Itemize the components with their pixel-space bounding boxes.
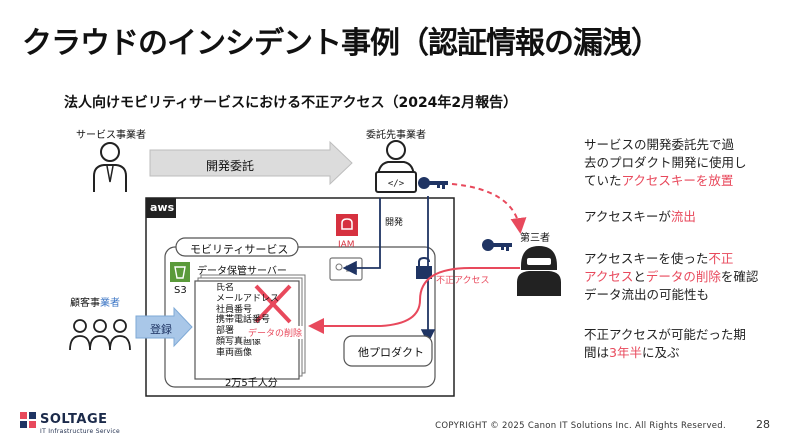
bullet-text-part: を確認 (720, 269, 759, 284)
iam-label: IAM (338, 240, 355, 250)
highlight-text: 流出 (670, 209, 696, 224)
bullet-1: サービスの開発委託先で過去のプロダクト開発に使用していたアクセスキーを放置 (584, 136, 774, 190)
highlight-text: 不正 (708, 251, 734, 266)
access-key-icon (418, 177, 448, 189)
bullet-text-part: に及ぶ (641, 345, 680, 360)
svg-text:</>: </> (388, 179, 405, 189)
unauthorized-access-label: 不正アクセス (436, 276, 490, 286)
bullet-4: 不正アクセスが可能だった期間は3年半に及ぶ (584, 326, 774, 362)
bullet-3: アクセスキーを使った不正アクセスとデータの削除を確認データ流出の可能性も (584, 250, 779, 304)
page-subtitle: 法人向けモビリティサービスにおける不正アクセス（2024年2月報告） (64, 95, 518, 111)
contractor-person-icon: </> (375, 140, 417, 193)
bullet-2: アクセスキーが流出 (584, 208, 774, 226)
leaked-key-icon (482, 239, 512, 251)
bullet-3-text: アクセスキーを使った不正アクセスとデータの削除を確認データ流出の可能性も (584, 251, 758, 302)
customer-people-icon (69, 319, 131, 351)
key-leak-arrow (451, 183, 527, 234)
contractor-label: 委託先事業者 (366, 130, 426, 141)
mobility-service-label: モビリティサービス (190, 243, 289, 256)
service-provider-label: サービス事業者 (76, 130, 146, 141)
soltage-logo-tagline: IT Infrastructure Service (40, 428, 120, 435)
dev-outsourcing-arrow (149, 140, 353, 186)
bullet-text-part: 去のプロダクト開発に使用し (584, 155, 747, 170)
dev-outsourcing-label: 開発委託 (206, 159, 255, 173)
bullet-text-part: アクセスキーを使った (584, 251, 709, 266)
page-title: クラウドのインシデント事例（認証情報の漏洩） (22, 26, 661, 61)
aws-logo-text: aws (150, 201, 175, 214)
soltage-logo-text: SOLTAGE (40, 412, 108, 427)
third-party-label: 第三者 (520, 233, 550, 244)
register-arrow (135, 306, 193, 348)
bullet-text-part: と (633, 269, 646, 284)
personal-data-item: 顔写真画像 (216, 337, 300, 348)
unlocked-padlock-icon (416, 256, 432, 279)
dev-access-line (342, 198, 381, 276)
bullet-2-text: アクセスキーが流出 (584, 209, 696, 224)
other-product-box (343, 335, 433, 367)
bullet-text-part: 間は (584, 345, 610, 360)
personal-data-item: 部署 (216, 326, 300, 337)
mobility-service-label-box (175, 237, 299, 257)
soltage-logo-mark (20, 412, 36, 428)
bullet-4-text: 不正アクセスが可能だった期間は3年半に及ぶ (584, 327, 746, 360)
aws-logo-badge (146, 198, 176, 218)
s3-bucket-icon (170, 262, 190, 282)
page-number: 28 (756, 418, 770, 431)
id-card-icon (329, 257, 363, 281)
deletion-x-mark (254, 284, 292, 324)
third-party-hacker-icon (517, 246, 561, 296)
highlight-text: 3年半 (609, 345, 642, 360)
copyright-text: COPYRIGHT © 2025 Canon IT Solutions Inc.… (435, 421, 726, 431)
data-server-label: データ保管サーバー (197, 266, 287, 277)
bullet-text-part: アクセスキーが (584, 209, 671, 224)
other-product-label: 他プロダクト (358, 346, 424, 359)
bullet-text-part: 不正アクセスが可能だった期 (584, 327, 746, 342)
highlight-text: アクセスキーを放置 (621, 173, 734, 188)
bullet-text-part: ていた (584, 173, 622, 188)
personal-data-item: 社員番号 (216, 305, 300, 316)
personal-data-item: 携帯電話番号 (216, 315, 300, 326)
s3-label: S3 (174, 285, 187, 296)
personal-data-item: 氏名 (216, 283, 300, 294)
record-count-label: 2万5千人分 (225, 378, 278, 389)
personal-data-item: 車両画像 (216, 348, 300, 359)
customer-label: 顧客事業者 (70, 298, 120, 309)
personal-data-list: 氏名メールアドレス社員番号携帯電話番号部署顔写真画像車両画像 (210, 283, 300, 359)
bullet-1-text: サービスの開発委託先で過去のプロダクト開発に使用していたアクセスキーを放置 (584, 137, 747, 188)
highlight-text: アクセス (584, 269, 634, 284)
personal-data-item: メールアドレス (216, 294, 300, 305)
service-provider-person-icon (93, 142, 127, 192)
iam-icon (336, 214, 358, 236)
highlight-text: データの削除 (645, 269, 721, 284)
bullet-text-part: データ流出の可能性も (584, 287, 710, 302)
data-deletion-label: データの削除 (246, 326, 305, 339)
bullet-text-part: サービスの開発委託先で過 (584, 137, 735, 152)
unauthorized-access-arrow (308, 267, 520, 334)
register-label: 登録 (150, 323, 172, 336)
dev-label: 開発 (385, 218, 404, 228)
